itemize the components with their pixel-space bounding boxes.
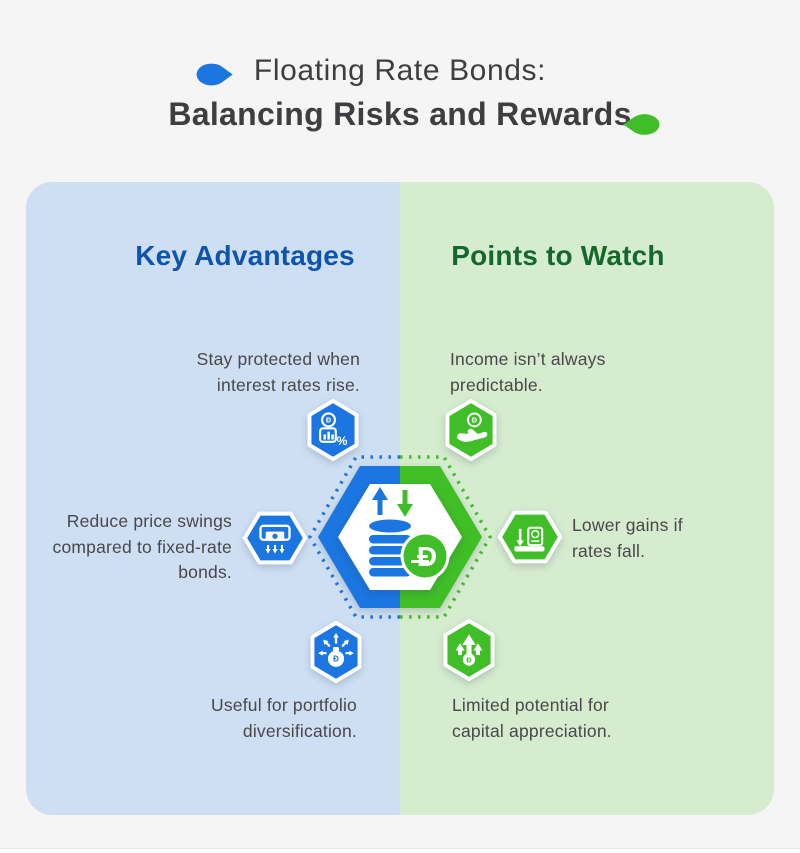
watch-panel (400, 182, 774, 815)
svg-text:Đ: Đ (333, 655, 339, 664)
currency-coin-icon: Đ (400, 531, 450, 581)
watch-heading: Points to Watch (451, 240, 665, 271)
svg-text:Đ: Đ (472, 416, 477, 425)
falling-returns-icon (497, 510, 563, 564)
rising-arrows-coin-icon: Đ (443, 619, 495, 681)
advantage-text-1: Stay protected when interest rates rise. (196, 349, 360, 395)
money-bag-arrows-icon: Đ (310, 621, 362, 683)
advantage-text-2: Reduce price swings compared to fixed-ra… (52, 511, 232, 582)
hand-coin-icon: Đ (445, 399, 497, 461)
watch-text-2: Lower gains if rates fall. (572, 515, 683, 561)
advantages-panel (26, 182, 400, 815)
advantage-text-3: Useful for portfolio diversification. (210, 695, 357, 741)
watch-text-3: Limited potential for capital appreciati… (452, 695, 612, 741)
svg-text:Đ: Đ (466, 655, 471, 664)
advantages-heading: Key Advantages (135, 240, 355, 271)
cash-dispenser-icon (242, 511, 308, 565)
coin-stack-icon (369, 519, 411, 577)
next-section-edge (0, 848, 800, 853)
watch-text-1: Income isn’t always predictable. (450, 349, 606, 395)
svg-text:Đ: Đ (326, 416, 331, 425)
up-arrow-icon (372, 487, 388, 515)
svg-text:Đ: Đ (417, 541, 437, 572)
floating-rate-bond-center-icon: Đ (307, 455, 493, 619)
title-line-1: Floating Rate Bonds: (253, 54, 547, 87)
title-line-2: Balancing Risks and Rewards (168, 96, 632, 132)
down-arrow-icon (397, 490, 413, 517)
comparison-card: Key Advantages Points to Watch Stay prot… (26, 182, 774, 815)
chart-percent-icon: Đ % (307, 399, 359, 461)
svg-text:%: % (336, 434, 347, 448)
